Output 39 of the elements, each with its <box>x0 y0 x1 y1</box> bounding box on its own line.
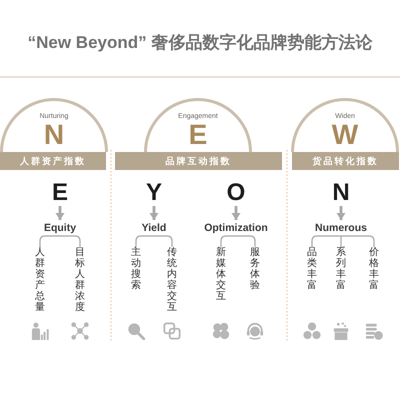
header-band <box>0 152 106 170</box>
bracket-connector <box>340 236 342 247</box>
keyword-label: Yield <box>142 220 166 236</box>
semicircle-arc <box>291 97 399 152</box>
initial-letter: E <box>188 121 208 149</box>
vertical-label: 价格丰富 <box>369 247 379 291</box>
vertical-label: 主动搜索 <box>131 247 141 291</box>
letter-heading: E <box>52 180 68 206</box>
arrow <box>232 206 240 220</box>
vertical-label: 品类丰富 <box>307 247 317 291</box>
letter-heading: N <box>332 180 350 206</box>
keyword-label: Equity <box>44 220 76 236</box>
arrow <box>150 206 158 220</box>
semicircle-arc <box>0 97 108 152</box>
bracket-connector <box>135 235 154 247</box>
vertical-label: 服务体验 <box>250 247 260 291</box>
vertical-label: 传统内容交互 <box>167 247 177 313</box>
keyword-label: Optimization <box>204 220 268 236</box>
vertical-label: 目标人群浓度 <box>75 247 85 313</box>
letter-heading: Y <box>146 180 162 206</box>
semicircle-arc <box>144 97 252 152</box>
title: “New Beyond” 奢侈品数字化品牌势能方法论 <box>26 32 374 54</box>
band-title: 货品转化指数 <box>312 155 378 167</box>
header-band <box>292 152 399 170</box>
initial-letter: N <box>44 121 64 149</box>
vertical-label: 系列丰富 <box>336 247 346 291</box>
bracket-connector <box>154 235 173 247</box>
arrow <box>336 206 346 220</box>
vertical-label: 新媒体交互 <box>216 247 226 302</box>
bracket-connector <box>220 235 236 247</box>
letter-heading: O <box>226 180 246 206</box>
initial-letter: W <box>332 121 358 149</box>
band-title: 人群资产指数 <box>20 155 86 167</box>
bracket-connector <box>236 235 256 247</box>
arrow <box>56 206 64 220</box>
vertical-label: 人群资产总量 <box>35 247 45 313</box>
header-band <box>115 152 282 170</box>
keyword-label: Numerous <box>315 220 367 236</box>
band-title: 品牌互动指数 <box>166 155 232 167</box>
